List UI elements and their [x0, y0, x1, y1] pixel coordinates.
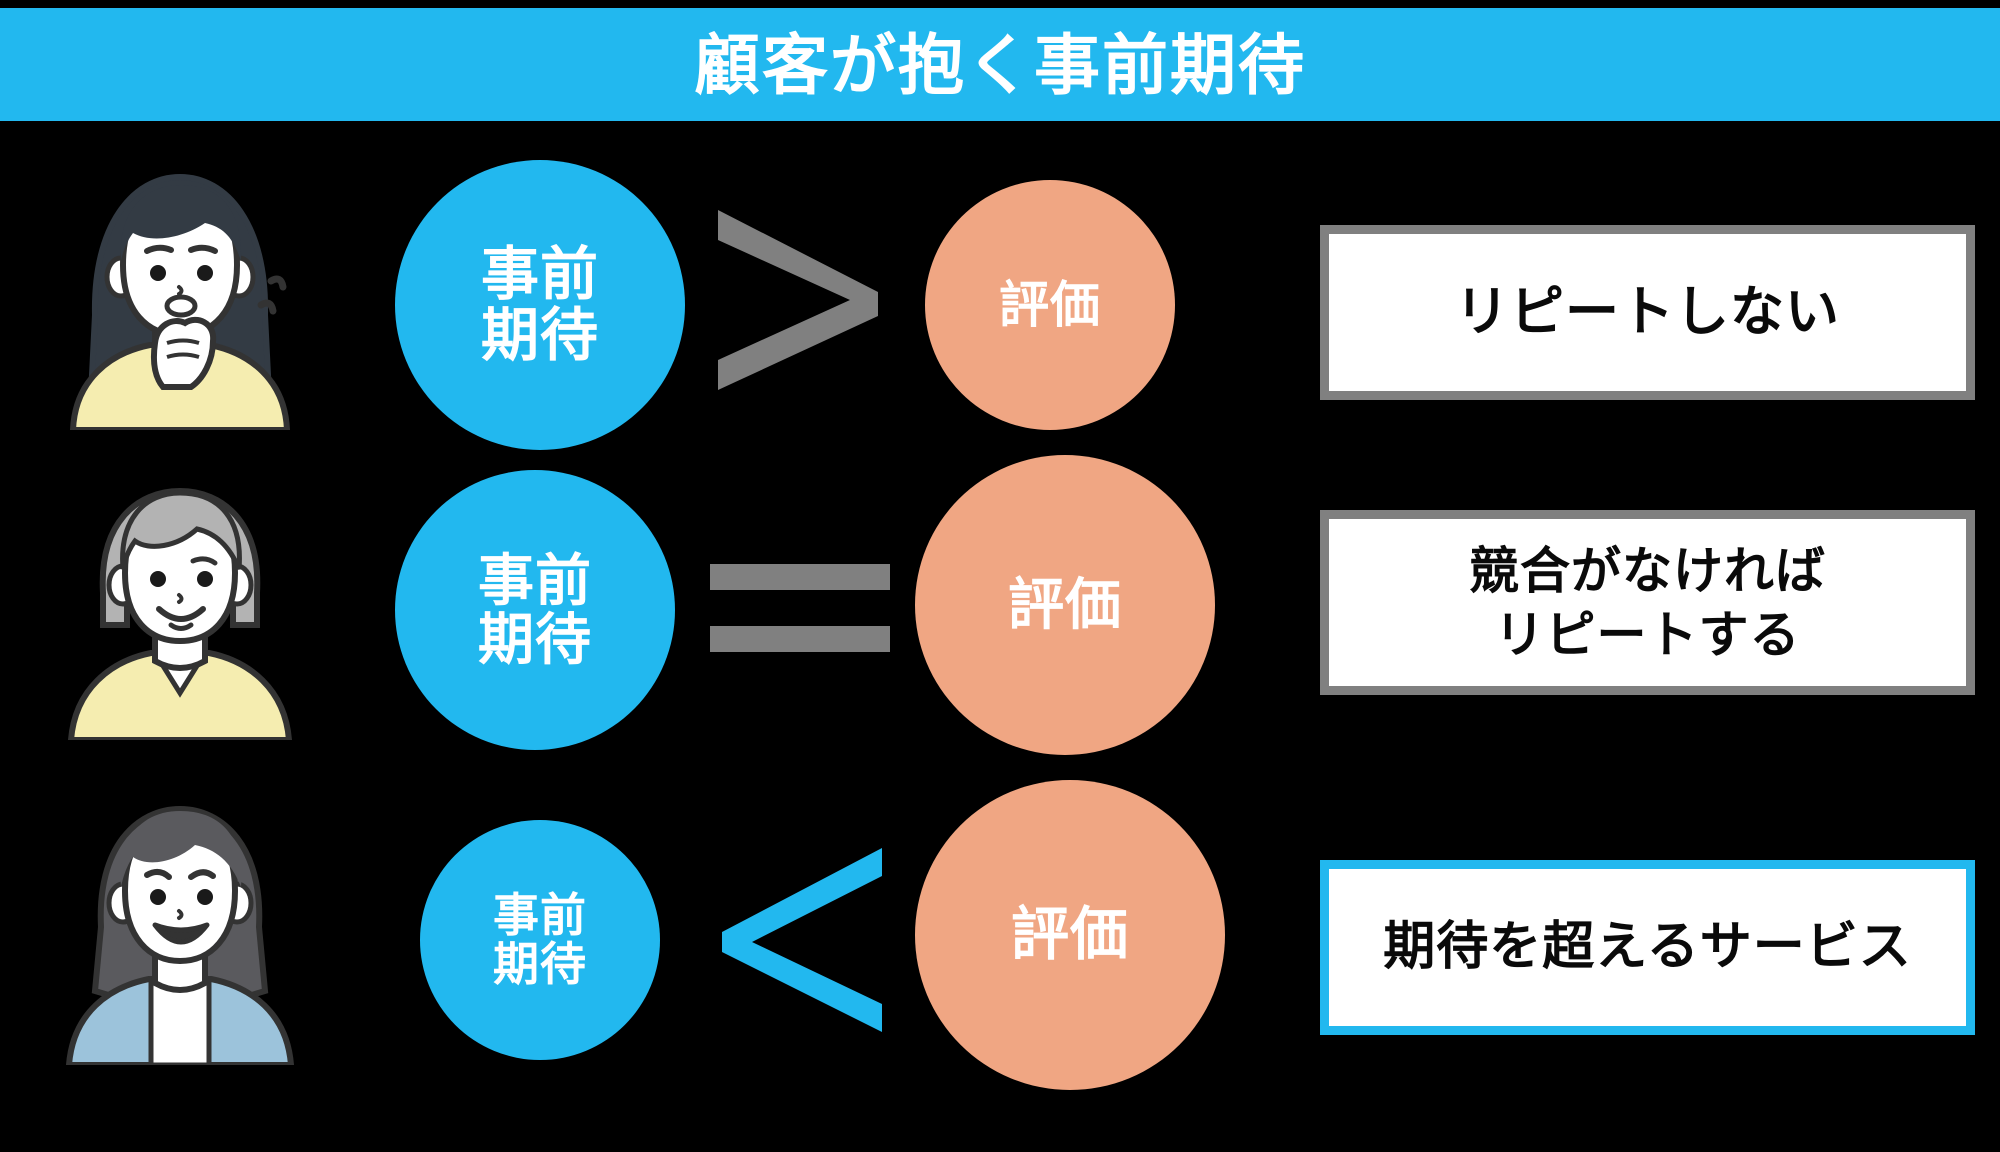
result-box-highlighted: 期待を超えるサービス	[1320, 860, 1975, 1035]
expectation-circle: 事前 期待	[420, 820, 660, 1060]
expectation-label: 事前 期待	[478, 548, 592, 671]
evaluation-label: 評価	[999, 276, 1101, 333]
expectation-circle: 事前 期待	[395, 160, 685, 450]
page-title: 顧客が抱く事前期待	[694, 27, 1306, 102]
greater-than-icon	[700, 200, 900, 390]
happy-woman-avatar	[55, 795, 305, 1070]
worried-woman-avatar	[55, 165, 305, 435]
evaluation-circle: 評価	[925, 180, 1175, 430]
result-text: リピートしない	[1455, 281, 1840, 342]
expectation-circle: 事前 期待	[395, 470, 675, 750]
comparison-row: 事前 期待 評価 期待を超えるサービス	[0, 775, 2000, 1095]
less-than-icon	[700, 840, 900, 1040]
neutral-person-avatar	[55, 475, 305, 745]
header-bar: 顧客が抱く事前期待	[0, 8, 2000, 121]
result-text: 期待を超えるサービス	[1383, 918, 1912, 977]
result-box: リピートしない	[1320, 225, 1975, 400]
result-text: 競合がなければ リピートする	[1469, 542, 1826, 663]
expectation-label: 事前 期待	[493, 889, 587, 990]
expectation-label: 事前 期待	[480, 241, 599, 368]
evaluation-label: 評価	[1010, 902, 1129, 968]
evaluation-circle: 評価	[915, 780, 1225, 1090]
equals-icon	[700, 530, 900, 690]
comparison-row: 事前 期待 評価 リピートしない	[0, 140, 2000, 450]
evaluation-circle: 評価	[915, 455, 1215, 755]
evaluation-label: 評価	[1008, 573, 1122, 637]
result-box: 競合がなければ リピートする	[1320, 510, 1975, 695]
comparison-row: 事前 期待 評価 競合がなければ リピートする	[0, 455, 2000, 755]
